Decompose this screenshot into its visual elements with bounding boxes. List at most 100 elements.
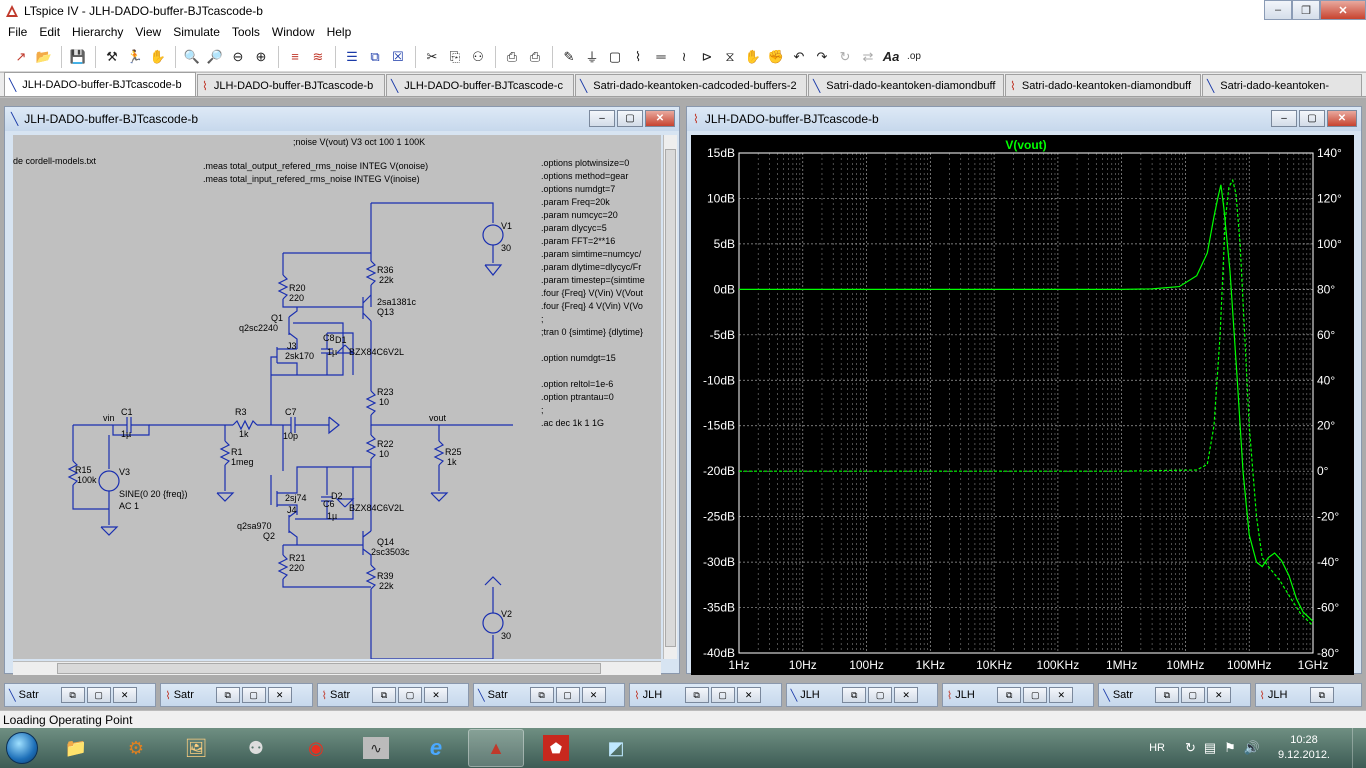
language-indicator[interactable]: HR (1149, 742, 1165, 754)
schematic-close-button[interactable]: ✕ (645, 110, 675, 127)
r15-label[interactable]: R15 (75, 465, 92, 475)
close-windows-button[interactable]: ☒ (387, 46, 409, 68)
r39-value[interactable]: 22k (379, 581, 394, 591)
menu-hierarchy[interactable]: Hierarchy (72, 25, 124, 39)
meas-output-noise-directive[interactable]: .meas total_output_refered_rms_noise INT… (203, 161, 429, 171)
r3-label[interactable]: R3 (235, 407, 247, 417)
r1-label[interactable]: R1 (231, 447, 243, 457)
restore-button[interactable]: ⧉ (215, 687, 240, 703)
minimized-window[interactable]: ⌇JLH⧉ (1254, 683, 1362, 707)
j4-label[interactable]: J4 (287, 505, 297, 515)
show-desktop-button[interactable] (1352, 728, 1366, 768)
taskbar-oscilloscope[interactable]: ∿ (348, 729, 404, 767)
c7-label[interactable]: C7 (285, 407, 297, 417)
r25-value[interactable]: 1k (447, 457, 457, 467)
v2-label[interactable]: V2 (501, 609, 513, 619)
undo-button[interactable]: ↶ (788, 46, 810, 68)
maximize-button[interactable]: ▢ (1023, 687, 1048, 703)
ground-button[interactable]: ⏚ (581, 46, 603, 68)
close-button[interactable]: ✕ (1206, 687, 1231, 703)
d1-model[interactable]: BZX84C6V2L (349, 347, 405, 357)
redo-button[interactable]: ↷ (811, 46, 833, 68)
d2-label[interactable]: D2 (331, 491, 343, 501)
v2-value[interactable]: 30 (501, 631, 512, 641)
schematic-vertical-scrollbar[interactable] (663, 135, 677, 659)
maximize-button[interactable]: ▢ (710, 687, 735, 703)
d2-model[interactable]: BZX84C6V2L (349, 503, 405, 513)
diode-button[interactable]: ⊳ (696, 46, 718, 68)
r1-value[interactable]: 1meg (231, 457, 254, 467)
q14-model[interactable]: 2sc3503c (371, 547, 410, 557)
tab-satri-diamondbuff-schematic[interactable]: ╲Satri-dado-keantoken-diamondbuff (808, 74, 1004, 96)
schematic-restore-button[interactable]: ▢ (617, 110, 643, 127)
text-button[interactable]: Aa (880, 46, 902, 68)
v3-label[interactable]: V3 (119, 467, 131, 477)
schematic-minimize-button[interactable]: ‒ (589, 110, 615, 127)
taskbar-app-10[interactable]: ◩ (588, 729, 644, 767)
r21-label[interactable]: R21 (289, 553, 306, 563)
inductor-button[interactable]: ≀ (673, 46, 695, 68)
q1-model[interactable]: q2sc2240 (239, 323, 279, 333)
flag-icon[interactable]: ⚑ (1224, 740, 1236, 755)
resistor-button[interactable]: ⌇ (627, 46, 649, 68)
open-button[interactable]: 📂 (33, 46, 55, 68)
r20-label[interactable]: R20 (289, 283, 306, 293)
schematic-window-title-bar[interactable]: ╲ JLH-DADO-buffer-BJTcascode-b (5, 107, 679, 131)
c1-label[interactable]: C1 (121, 407, 133, 417)
scrollbar-thumb[interactable] (57, 663, 601, 674)
close-button[interactable]: ✕ (112, 687, 137, 703)
zoom-out-button[interactable]: ⊖ (227, 46, 249, 68)
j4-model[interactable]: 2sj74 (285, 493, 307, 503)
maximize-button[interactable]: ▢ (241, 687, 266, 703)
tab-jlh-bjtcascode-b-schematic[interactable]: ╲JLH-DADO-buffer-BJTcascode-b (4, 72, 196, 96)
schematic-canvas[interactable]: ;noise V(vout) V3 oct 100 1 100K .meas t… (13, 135, 661, 659)
q13-label[interactable]: Q13 (377, 307, 395, 317)
print-preview-button[interactable]: ⎙ (501, 46, 523, 68)
restore-button[interactable]: ⧉ (1154, 687, 1179, 703)
draw-wire-button[interactable]: ✎ (558, 46, 580, 68)
cascade-button[interactable]: ⧉ (364, 46, 386, 68)
q1-label[interactable]: Q1 (271, 313, 284, 323)
new-schematic-button[interactable]: ↗ (10, 46, 32, 68)
vin-label[interactable]: vin (103, 413, 115, 423)
move-button[interactable]: ✋ (742, 46, 764, 68)
right-directives[interactable]: .options plotwinsize=0 .options method=g… (541, 157, 661, 430)
clock[interactable]: 10:28 9.12.2012. (1268, 733, 1340, 763)
fft-button[interactable]: ≋ (307, 46, 329, 68)
r25-label[interactable]: R25 (445, 447, 462, 457)
v1-value[interactable]: 30 (501, 243, 512, 253)
meas-input-noise-directive[interactable]: .meas total_input_refered_rms_noise INTE… (203, 174, 420, 184)
restore-button[interactable]: ⧉ (372, 687, 396, 703)
menu-tools[interactable]: Tools (231, 25, 260, 39)
start-button[interactable] (0, 728, 44, 768)
r21-value[interactable]: 220 (289, 563, 305, 573)
close-button[interactable]: ✕ (736, 687, 761, 703)
save-button[interactable]: 💾 (67, 46, 89, 68)
minimized-window[interactable]: ⌇JLH⧉▢✕ (941, 683, 1095, 707)
r23-value[interactable]: 10 (379, 397, 390, 407)
maximize-button[interactable]: ▢ (1180, 687, 1205, 703)
r22-label[interactable]: R22 (377, 439, 394, 449)
control-panel-button[interactable]: ⚒ (101, 46, 123, 68)
close-button[interactable]: ✕ (1320, 0, 1366, 20)
tab-satri-keantoken-schematic[interactable]: ╲Satri-dado-keantoken- (1202, 74, 1362, 96)
c6-value[interactable]: 1µ (327, 511, 338, 521)
taskbar-app-5[interactable]: ◉ (288, 729, 344, 767)
restore-button[interactable]: ⧉ (684, 687, 709, 703)
minimized-window[interactable]: ╲Satr⧉▢✕ (1098, 683, 1251, 707)
menu-file[interactable]: File (8, 25, 28, 39)
drag-button[interactable]: ✊ (765, 46, 787, 68)
close-button[interactable]: ✕ (267, 687, 292, 703)
close-button[interactable]: ✕ (581, 687, 606, 703)
v3-ac[interactable]: AC 1 (119, 501, 140, 511)
j3-model[interactable]: 2sk170 (285, 351, 315, 361)
v3-sine[interactable]: SINE(0 20 {freq}) (119, 489, 188, 499)
plot-close-button[interactable]: ✕ (1327, 110, 1357, 127)
maximize-button[interactable]: ▢ (398, 687, 422, 703)
close-button[interactable]: ✕ (424, 687, 448, 703)
tab-satri-diamondbuff-plot[interactable]: ⌇Satri-dado-keantoken-diamondbuff (1005, 74, 1201, 96)
d1-label[interactable]: D1 (335, 335, 347, 345)
plot-minimize-button[interactable]: ‒ (1271, 110, 1297, 127)
